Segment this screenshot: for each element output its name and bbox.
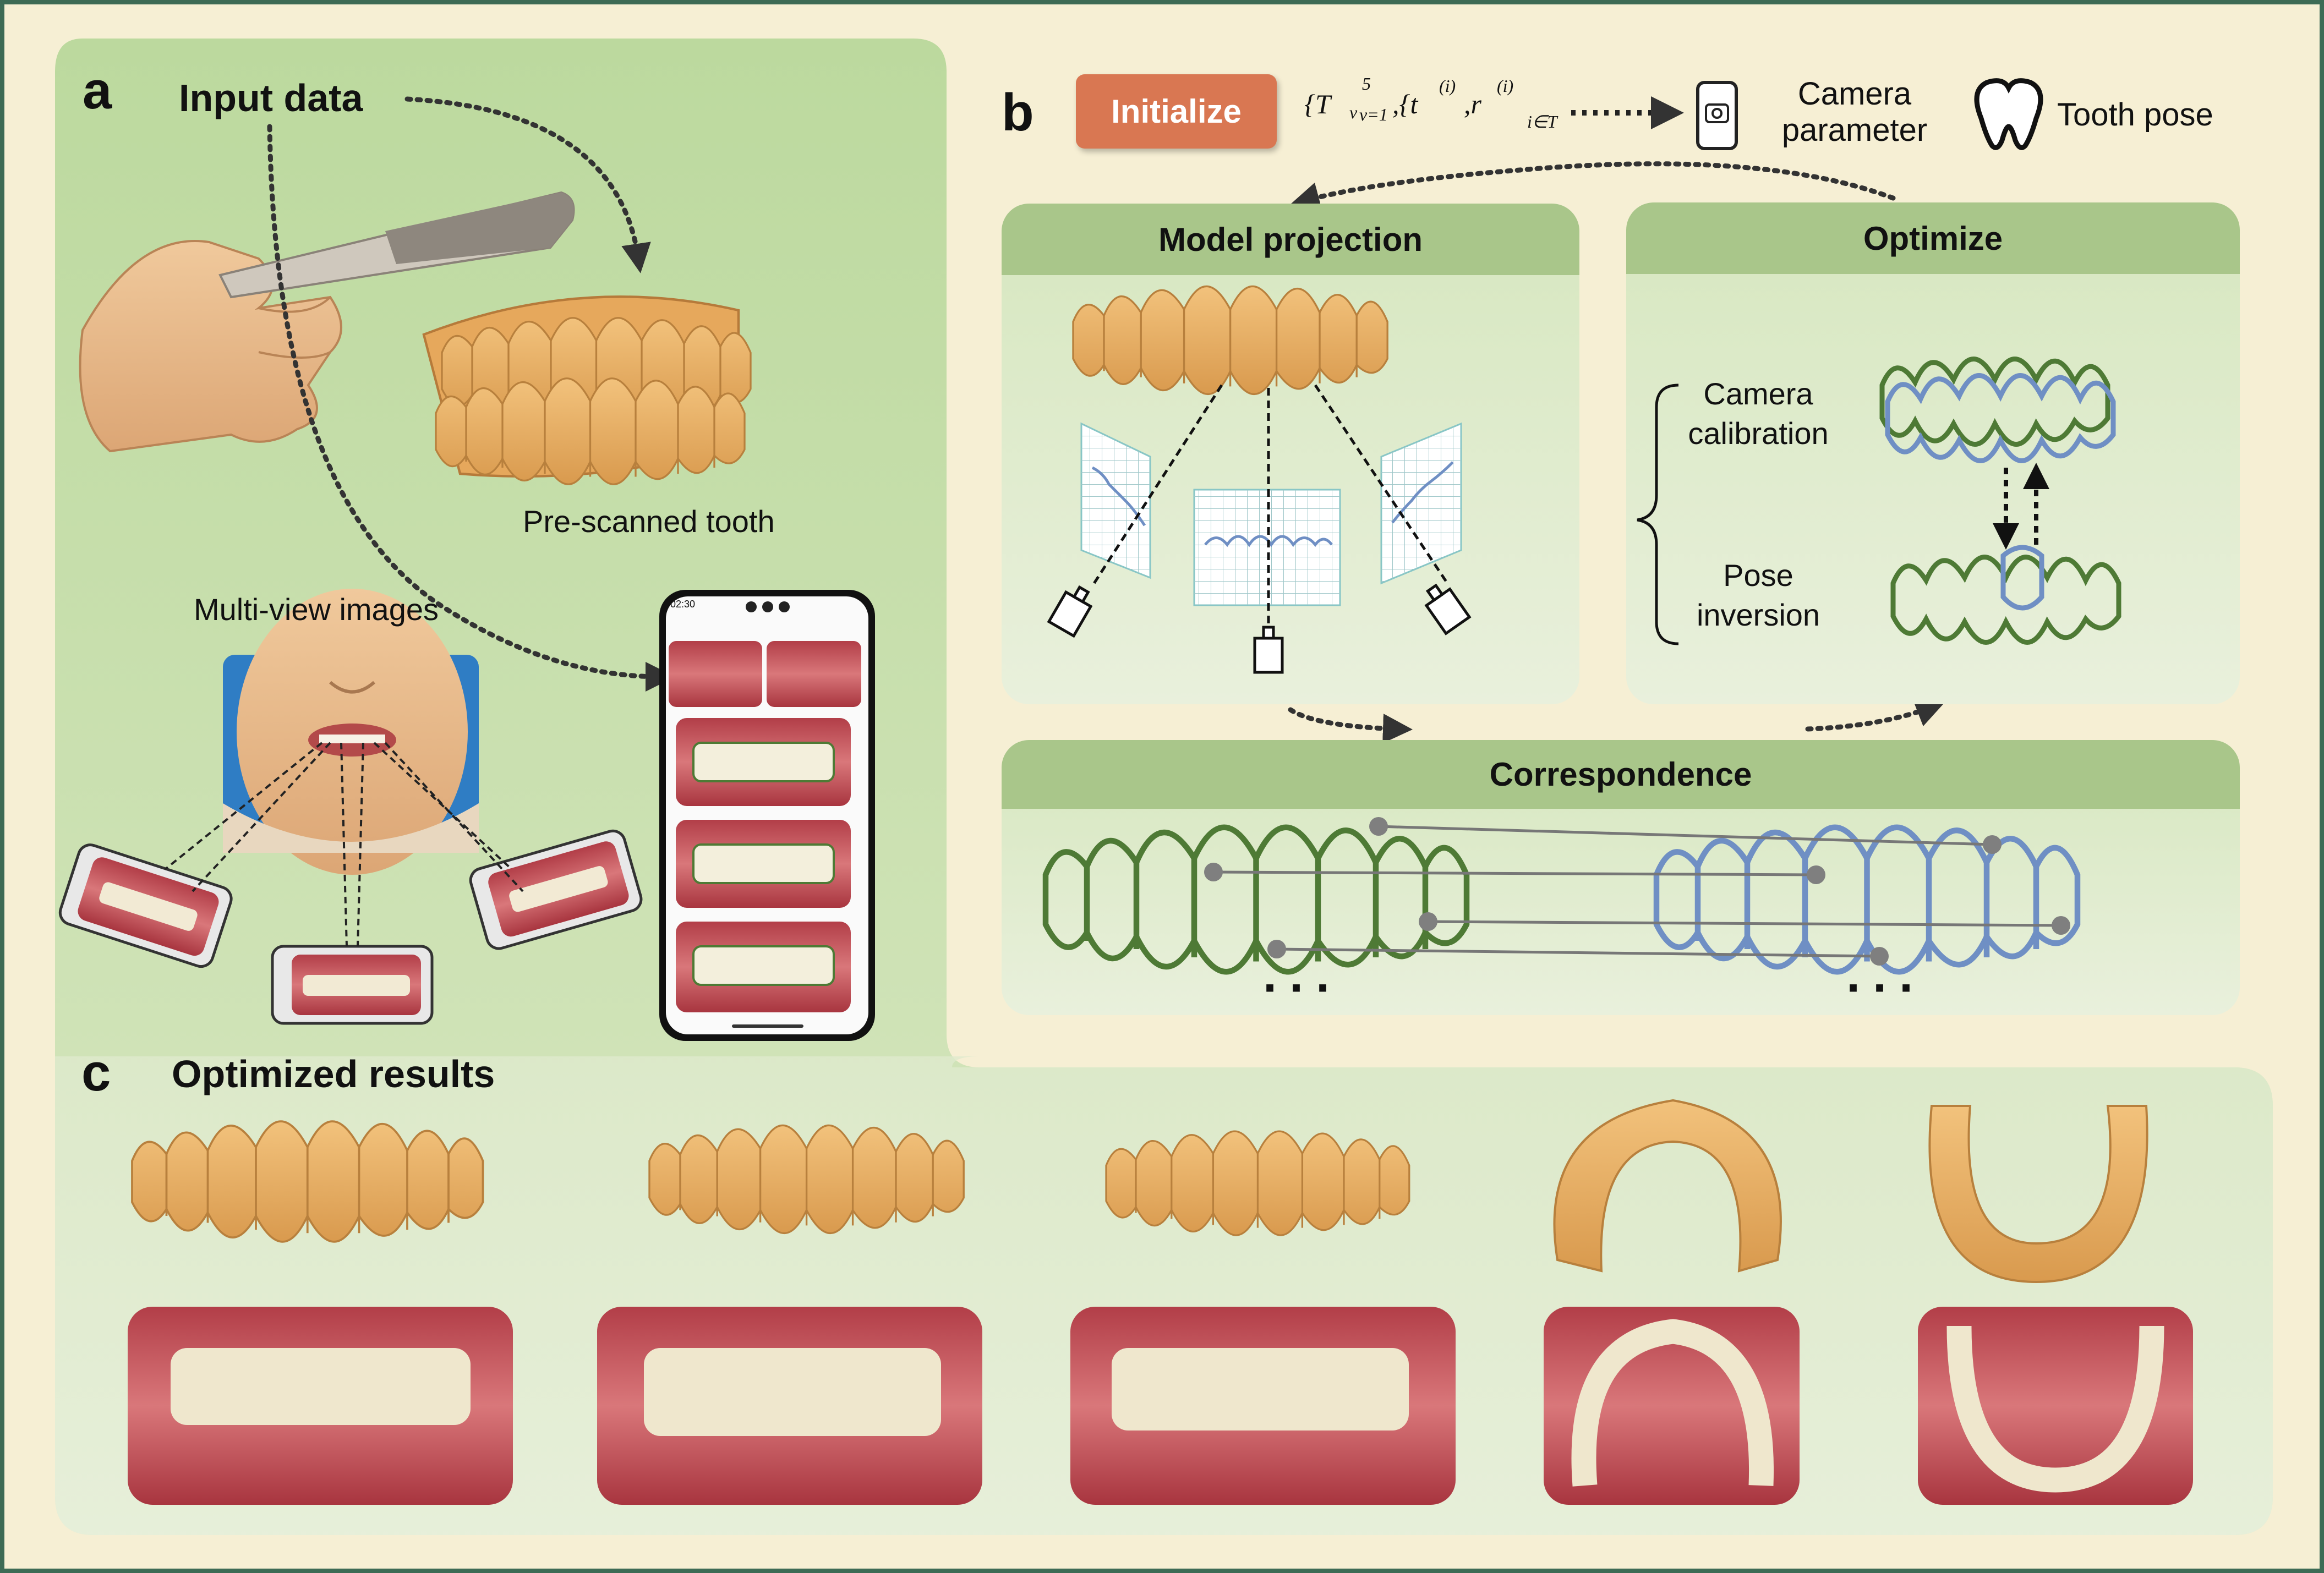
formula-v1: v=1	[1359, 105, 1388, 124]
face-photo	[223, 589, 479, 875]
phone-right	[469, 829, 643, 950]
formula-sub: i∈T	[1527, 112, 1557, 131]
model-projection-header: Model projection	[1002, 204, 1579, 275]
camera-calibration-line2: calibration	[1688, 416, 1829, 451]
pose-inversion-label: Pose inversion	[1676, 556, 1841, 635]
ellipsis-right: ···	[1846, 961, 1926, 1016]
panel-b-letter: b	[1002, 83, 1034, 142]
formula-r: ,r	[1464, 89, 1481, 119]
panel-a-letter: a	[83, 61, 112, 120]
correspondence-header: Correspondence	[1002, 740, 2240, 809]
phone-center	[271, 945, 434, 1025]
result-photos	[128, 1307, 2193, 1505]
formula-v: v	[1349, 102, 1358, 122]
phone-time: 02:30	[670, 599, 696, 610]
optimize-header: Optimize	[1626, 202, 2240, 274]
multiview-images-label: Multi-view images	[194, 592, 439, 627]
tooth-icon	[1974, 78, 2043, 150]
initialize-button[interactable]: Initialize	[1076, 74, 1277, 149]
camera-parameter-line1: Camera	[1797, 76, 1912, 112]
pose-inversion-line1: Pose	[1723, 558, 1793, 593]
formula-t: ,{t	[1392, 89, 1418, 119]
correspondence-card: Correspondence	[1002, 740, 2240, 1015]
camera-parameter-label: Camera parameter	[1750, 76, 1959, 149]
model-projection-card: Model projection	[1002, 204, 1579, 704]
prescanned-tooth-model	[422, 295, 752, 485]
tooth-pose-label: Tooth pose	[2057, 97, 2213, 133]
formula-i1: (i)	[1439, 76, 1456, 96]
phone-left	[58, 843, 233, 968]
phone-camera-icon	[1696, 81, 1738, 150]
projection-lines-face	[164, 742, 524, 947]
camera-calibration-line1: Camera	[1703, 376, 1813, 411]
prescanned-tooth-label: Pre-scanned tooth	[523, 504, 775, 539]
hand-with-scanner	[79, 191, 575, 453]
camera-calibration-label: Camera calibration	[1676, 374, 1841, 453]
optimized-results-title: Optimized results	[172, 1053, 495, 1095]
panel-c-letter: c	[81, 1043, 111, 1102]
formula-5: 5	[1362, 74, 1371, 94]
camera-parameter-line2: parameter	[1781, 112, 1928, 148]
formula-T: {T	[1304, 89, 1331, 119]
ellipsis-left: ···	[1263, 961, 1342, 1016]
pose-inversion-line2: inversion	[1696, 598, 1820, 632]
input-data-title: Input data	[179, 76, 363, 119]
formula-i2: (i)	[1497, 76, 1514, 96]
initial-formula: {T v 5 v=1 ,{t (i) ,r (i) i∈T	[1304, 74, 1563, 143]
result-upper-arch	[1553, 1099, 1782, 1273]
result-lower-arch	[1928, 1105, 2148, 1284]
phone-screen-gallery	[659, 590, 875, 1041]
